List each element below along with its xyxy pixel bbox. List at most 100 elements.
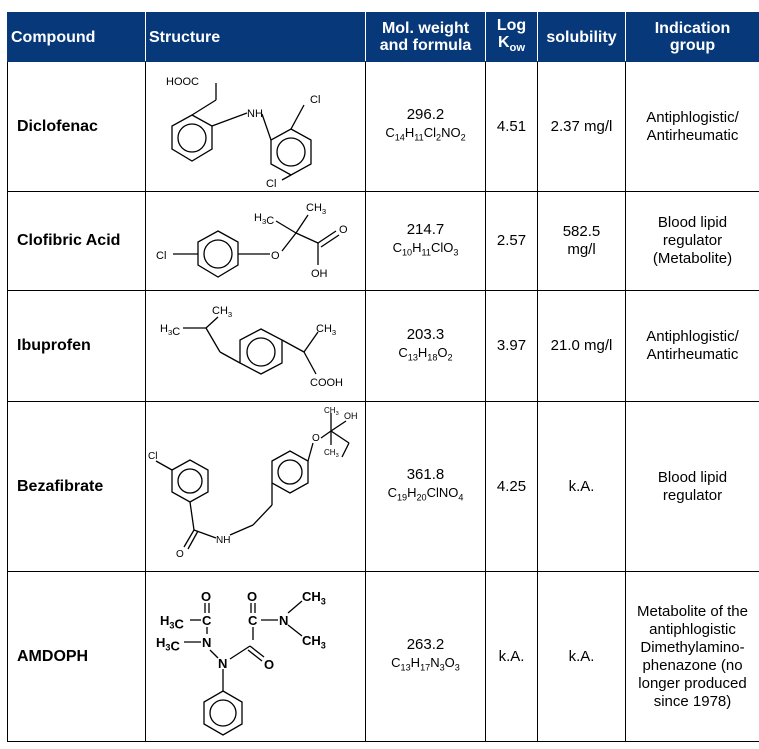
- label-cl-bottom: Cl: [266, 178, 276, 190]
- mol-weight: 296.2: [406, 106, 445, 124]
- formula-element: H: [412, 239, 422, 255]
- header-log-k: K: [497, 33, 510, 51]
- header-mol-weight-line2: and formula: [379, 37, 472, 54]
- cell-line: longer produced: [638, 674, 747, 692]
- formula-element: O: [444, 655, 455, 671]
- log-kow: 2.57: [485, 191, 538, 291]
- cell-line: Antiphlogistic/: [646, 328, 739, 345]
- structure-cell: HOOC NH Cl Cl: [145, 61, 366, 192]
- mol-weight: 263.2: [406, 636, 445, 654]
- label-h3c: H3C: [254, 212, 274, 227]
- structure-cell: O O C C N N N O H3C H3C CH3 CH3: [145, 571, 366, 742]
- cell-line: Antirheumatic: [646, 346, 739, 363]
- header-compound: Compound: [7, 12, 146, 62]
- label-o1: O: [201, 589, 211, 604]
- header-log-line2: Kow: [487, 33, 537, 57]
- label-cl: Cl: [156, 250, 166, 262]
- label-o3: O: [264, 657, 274, 672]
- label-ch3-b: CH3: [324, 448, 339, 459]
- mol-weight: 203.3: [406, 325, 445, 343]
- structure-cell: H3C CH3 CH3 COOH: [145, 290, 366, 402]
- cell-line: antiphlogistic: [649, 620, 736, 638]
- formula-subscript: 19: [396, 492, 408, 503]
- formula-element: H: [410, 655, 421, 671]
- formula-element: ClO: [430, 239, 454, 255]
- label-oh: OH: [311, 268, 328, 280]
- formula-element: C: [392, 239, 402, 255]
- table-row-diclofenac: Diclofenac HOOC: [7, 61, 759, 192]
- mol-weight: 214.7: [406, 220, 445, 238]
- header-log-sub: ow: [509, 42, 526, 55]
- label-o-ether: O: [312, 433, 320, 444]
- label-h3c: H3C: [160, 323, 180, 338]
- header-solubility: solubility: [537, 12, 626, 62]
- label-n1: N: [202, 635, 211, 650]
- formula-subscript: 18: [427, 352, 438, 363]
- label-h3c-b: H3C: [156, 635, 180, 653]
- formula-subscript: 11: [421, 247, 431, 258]
- table-row-amdoph: AMDOPH: [7, 571, 759, 742]
- label-h3c-a: H3C: [160, 613, 184, 631]
- header-structure: Structure: [145, 12, 366, 62]
- mol-weight-cell: 214.7 C10H11ClO3: [365, 191, 486, 291]
- formula: C10H11ClO3: [367, 239, 485, 262]
- label-o-amide: O: [176, 549, 184, 560]
- header-log-kow: Log Kow: [485, 12, 538, 62]
- formula-subscript: 3: [439, 662, 445, 673]
- label-hooc: HOOC: [166, 76, 199, 88]
- solubility: k.A.: [537, 571, 626, 742]
- formula: C13H18O2: [367, 344, 485, 367]
- cell-line: 582.5: [562, 223, 601, 240]
- cell-line: Antirheumatic: [646, 126, 739, 144]
- formula: C13H17N3O3: [367, 654, 485, 677]
- formula-subscript: 13: [400, 662, 411, 673]
- compound-name: AMDOPH: [7, 571, 146, 742]
- structure-cell: Cl O O OH H3C CH3: [145, 191, 366, 291]
- formula-subscript: 2: [436, 132, 442, 143]
- formula-element: O: [437, 344, 448, 360]
- cell-line: Antiphlogistic/: [646, 108, 739, 126]
- formula-subscript: 4: [458, 492, 464, 503]
- cell-line: 21.0 mg/l: [550, 337, 613, 354]
- label-c1: C: [202, 613, 212, 628]
- formula-subscript: 10: [401, 247, 413, 258]
- formula-element: C: [391, 655, 401, 671]
- mol-weight-cell: 361.8 C19H20ClNO4: [365, 401, 486, 572]
- formula: C19H20ClNO4: [367, 484, 485, 507]
- cell-line: k.A.: [568, 477, 595, 495]
- log-kow: 3.97: [485, 290, 538, 402]
- cell-line: Metabolite of the: [637, 602, 748, 620]
- label-nh: NH: [216, 535, 230, 546]
- header-indication-line2: group: [669, 37, 716, 54]
- log-kow: 4.51: [485, 61, 538, 192]
- solubility: k.A.: [537, 401, 626, 572]
- label-cl-top: Cl: [310, 94, 320, 106]
- formula-subscript: 14: [394, 132, 405, 143]
- formula-element: NO: [441, 125, 461, 141]
- indication: Antiphlogistic/Antirheumatic: [625, 61, 759, 192]
- table-row-ibuprofen: Ibuprofen H3C CH3: [7, 290, 759, 402]
- ibuprofen-structure: H3C CH3 CH3 COOH: [160, 305, 343, 389]
- amdoph-structure: O O C C N N N O H3C H3C CH3 CH3: [156, 589, 326, 736]
- log-kow: k.A.: [485, 571, 538, 742]
- structure-cell: Cl NH O O OH CH3 CH3: [145, 401, 366, 572]
- cell-line: phenazone (no: [642, 656, 743, 674]
- cell-line: Blood lipid: [657, 214, 728, 231]
- label-cooh: COOH: [310, 377, 343, 389]
- formula-subscript: 3: [454, 662, 460, 673]
- cell-line: Dimethylamino-: [640, 638, 745, 656]
- header-row: Compound Structure Mol. weight and formu…: [7, 12, 759, 62]
- label-ch3-a: CH3: [324, 406, 339, 417]
- cell-line: (Metabolite): [652, 250, 733, 267]
- compound-name: Bezafibrate: [7, 401, 146, 572]
- label-ch3-a: CH3: [302, 589, 326, 606]
- mol-weight-cell: 296.2 C14H11Cl2NO2: [365, 61, 486, 192]
- label-ch3: CH3: [306, 202, 326, 216]
- mol-weight-cell: 203.3 C13H18O2: [365, 290, 486, 402]
- label-ch3-top: CH3: [212, 305, 232, 319]
- formula-element: C: [398, 344, 408, 360]
